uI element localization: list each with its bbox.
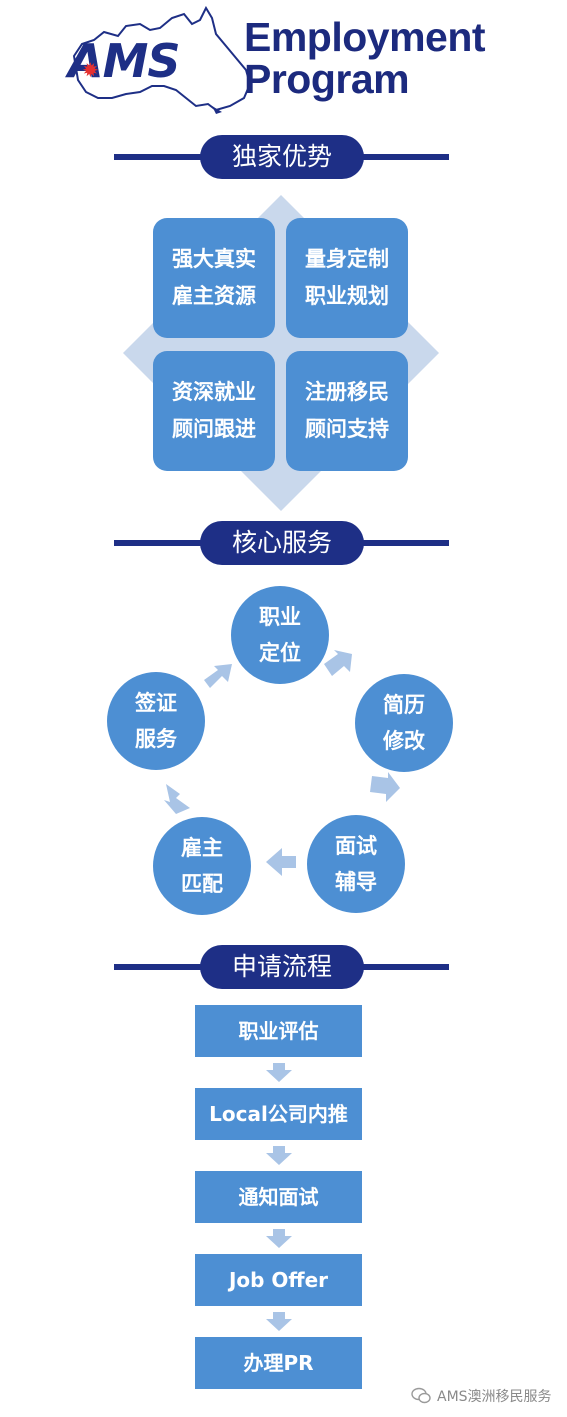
cycle-arrow-icon [324, 650, 352, 676]
cycle-arrow-icon [164, 784, 190, 814]
advantage-line1: 注册移民 [305, 380, 389, 404]
advantage-line2: 顾问跟进 [172, 417, 256, 441]
cycle-arrow-icon [370, 772, 400, 802]
header: AMS ✹ Employment Program [0, 0, 567, 115]
advantage-card: 资深就业 顾问跟进 [153, 351, 275, 471]
down-arrow-icon [266, 1229, 292, 1248]
divider [114, 964, 214, 970]
program-title: Employment Program [244, 14, 486, 102]
service-line1: 面试 [335, 834, 377, 858]
service-line1: 签证 [135, 691, 177, 715]
service-line1: 职业 [259, 605, 301, 629]
process-step: 职业评估 [195, 1005, 362, 1057]
service-circle: 面试 辅导 [307, 815, 405, 913]
divider [114, 154, 214, 160]
ams-logo-text: AMS [68, 34, 181, 88]
service-line2: 修改 [383, 729, 425, 753]
advantage-line1: 强大真实 [172, 247, 256, 271]
advantage-line2: 雇主资源 [172, 284, 256, 308]
star-icon: ✹ [82, 58, 99, 82]
down-arrow-icon [266, 1312, 292, 1331]
service-line1: 雇主 [181, 836, 223, 860]
australia-map-logo [72, 6, 252, 114]
wechat-watermark: AMS澳洲移民服务 [411, 1385, 552, 1407]
advantage-card: 强大真实 雇主资源 [153, 218, 275, 338]
wechat-icon [411, 1387, 431, 1404]
section-title-services: 核心服务 [200, 521, 364, 565]
cycle-arrow-icon [266, 846, 296, 878]
section-header-advantages: 独家优势 [0, 135, 567, 179]
service-line2: 匹配 [181, 872, 223, 896]
advantage-line2: 职业规划 [305, 284, 389, 308]
section-title-process: 申请流程 [200, 945, 364, 989]
section-header-process: 申请流程 [0, 945, 567, 989]
process-step: 通知面试 [195, 1171, 362, 1223]
advantage-card: 注册移民 顾问支持 [286, 351, 408, 471]
section-header-services: 核心服务 [0, 521, 567, 565]
cycle-arrow-icon [204, 664, 232, 688]
service-circle: 签证 服务 [107, 672, 205, 770]
divider [114, 540, 214, 546]
divider [355, 540, 449, 546]
program-title-line2: Program [244, 56, 410, 102]
divider [355, 154, 449, 160]
service-line2: 辅导 [335, 870, 377, 894]
watermark-text: AMS澳洲移民服务 [437, 1389, 552, 1405]
program-title-line1: Employment [244, 14, 486, 60]
service-circle: 雇主 匹配 [153, 817, 251, 915]
service-line2: 服务 [135, 727, 177, 751]
process-step: 办理PR [195, 1337, 362, 1389]
advantage-card: 量身定制 职业规划 [286, 218, 408, 338]
service-circle: 简历 修改 [355, 674, 453, 772]
advantage-line2: 顾问支持 [305, 417, 389, 441]
service-line2: 定位 [259, 641, 301, 665]
section-title-advantages: 独家优势 [200, 135, 364, 179]
advantage-line1: 资深就业 [172, 380, 256, 404]
down-arrow-icon [266, 1063, 292, 1082]
service-circle: 职业 定位 [231, 586, 329, 684]
advantage-line1: 量身定制 [305, 247, 389, 271]
service-line1: 简历 [383, 693, 425, 717]
down-arrow-icon [266, 1146, 292, 1165]
process-step: Local公司内推 [195, 1088, 362, 1140]
divider [355, 964, 449, 970]
process-step: Job Offer [195, 1254, 362, 1306]
